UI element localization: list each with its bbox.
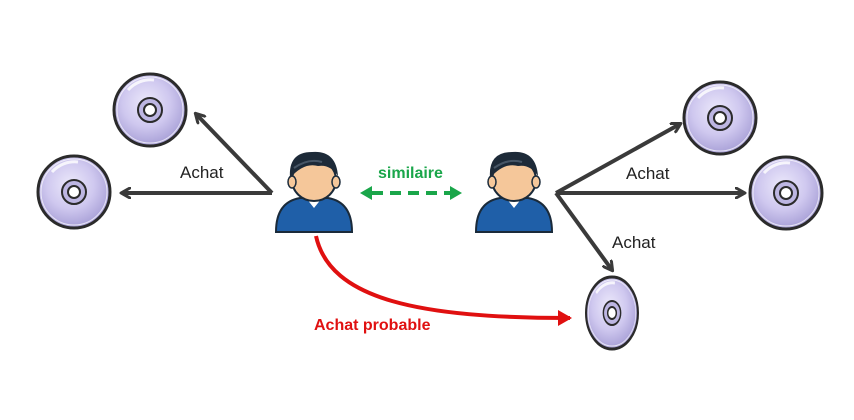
user-icon [475,150,553,233]
purchase-label-right: Achat [626,164,670,183]
disc-icon [682,80,758,156]
probable-purchase-arrow [314,235,572,326]
purchase-arrow [196,114,274,195]
disc-icon [748,155,824,231]
purchase-label-left: Achat [180,163,224,182]
similar-label: similaire [378,165,443,182]
user-icon [275,150,353,233]
disc-icon [112,72,188,148]
disc-icon [584,275,640,351]
purchase-arrow [554,191,612,270]
purchase-label-right-lower: Achat [612,233,656,252]
purchase-arrow [555,124,680,195]
probable-purchase-label: Achat probable [314,317,431,334]
disc-icon [36,154,112,230]
